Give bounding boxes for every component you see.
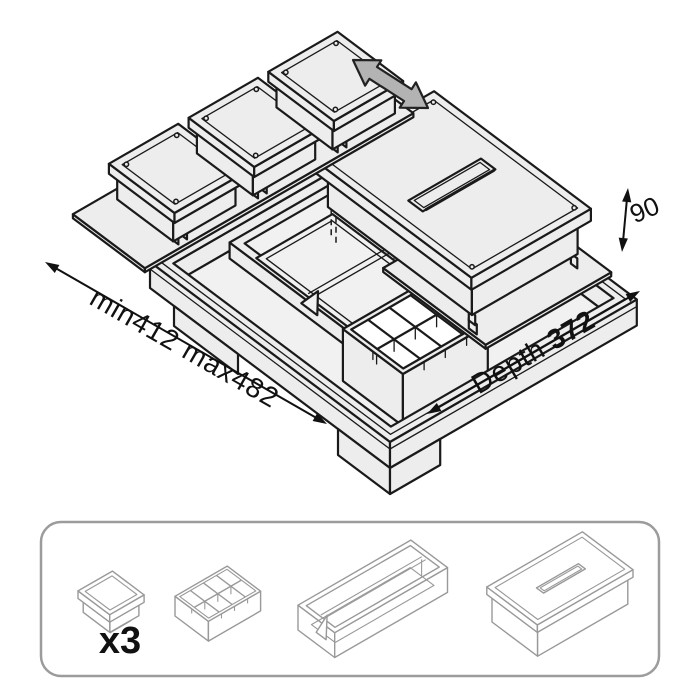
legend-item-open-tray (297, 539, 449, 659)
dimension-height (618, 188, 632, 252)
slide-direction-arrow (351, 58, 430, 110)
legend-item-divided-insert (174, 565, 262, 642)
legend-quantity-label: x3 (99, 620, 141, 662)
small-box-rail (71, 30, 415, 274)
legend-panel: x3 (39, 520, 661, 678)
dimension-depth (427, 291, 640, 414)
dimension-width (45, 262, 327, 424)
legend-item-lidded-box (486, 531, 634, 657)
dimension-height-label: 90 (625, 190, 663, 229)
large-lidded-box (313, 90, 613, 350)
legend-item-small-lidded-box (77, 570, 145, 634)
